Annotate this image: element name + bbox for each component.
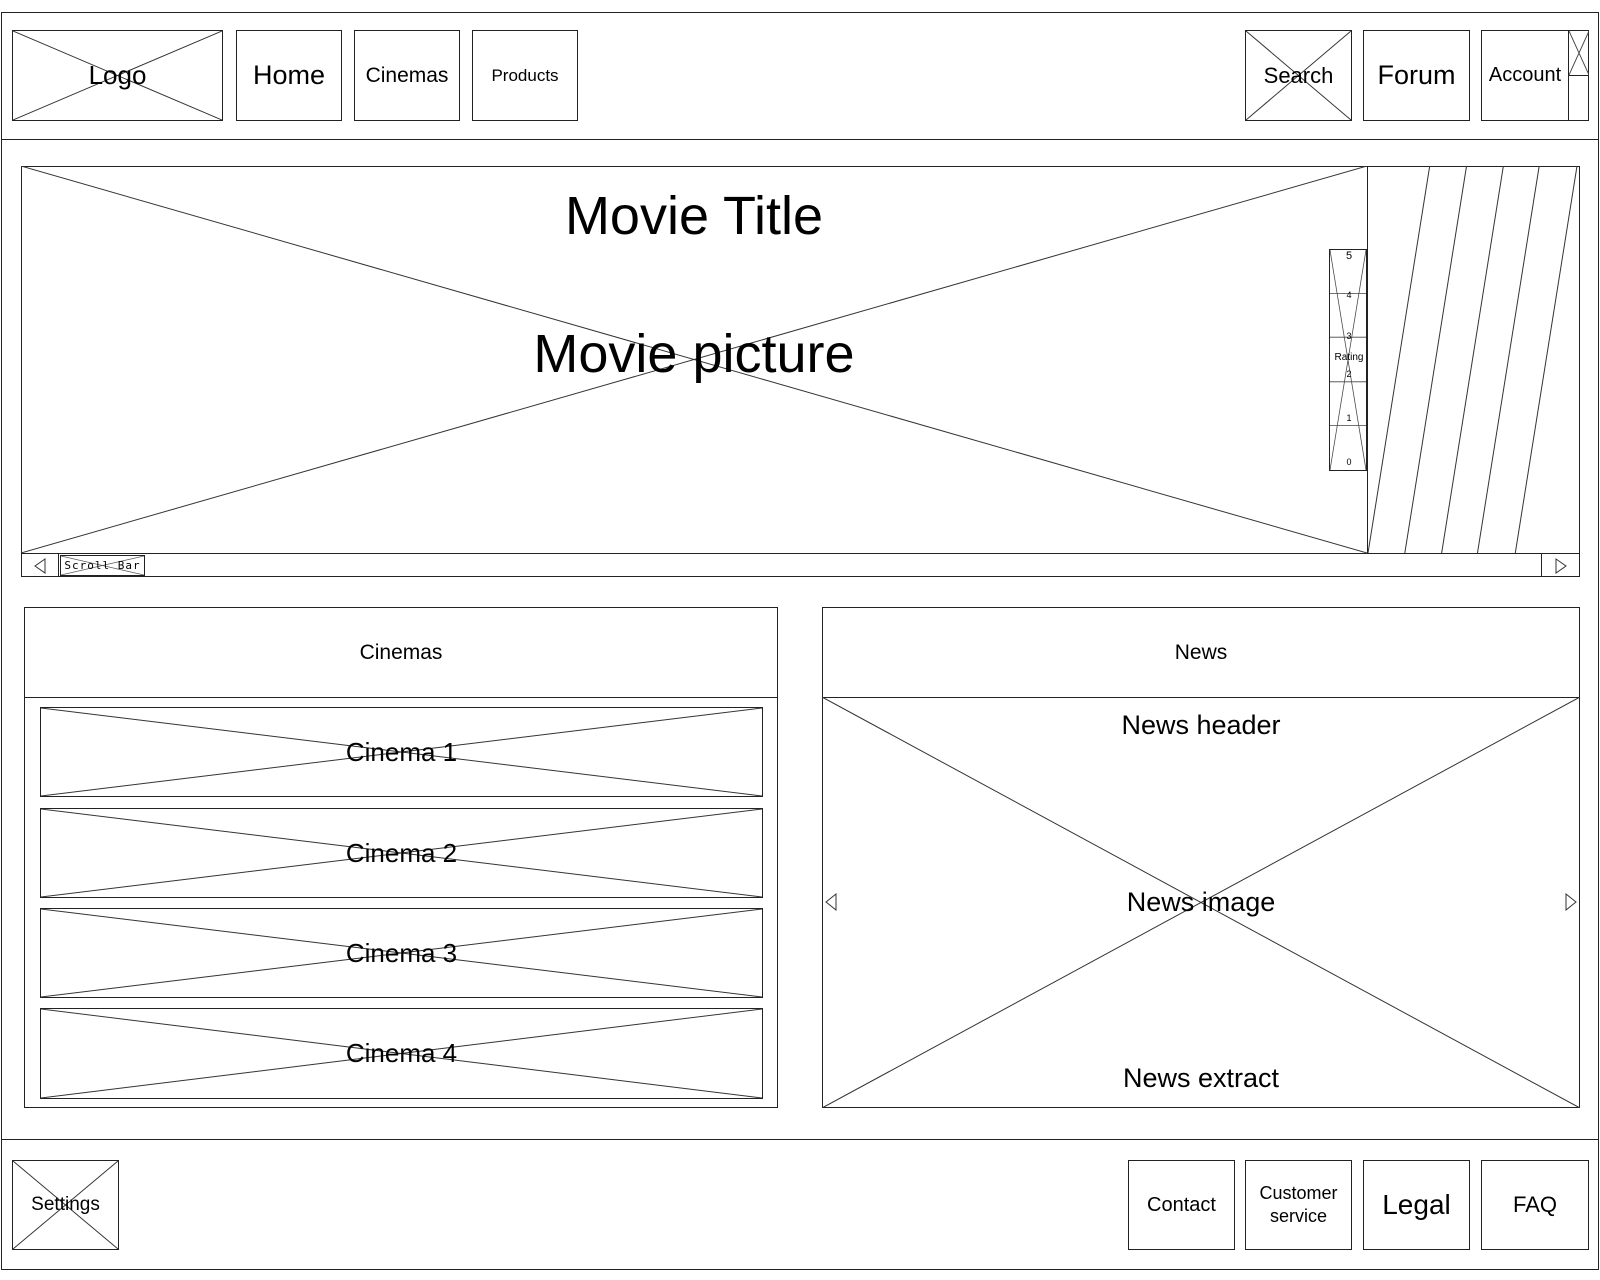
- movie-title: Movie Title: [564, 186, 824, 246]
- triangle-left-icon: [825, 892, 837, 912]
- legal-button[interactable]: Legal: [1363, 1160, 1470, 1250]
- page-frame: [1, 12, 1599, 1270]
- rating-label: Rating: [1334, 352, 1364, 363]
- news-carousel[interactable]: News header News image News extract: [822, 697, 1580, 1108]
- nav-home-label: Home: [252, 60, 326, 90]
- settings-button[interactable]: Settings: [12, 1160, 119, 1250]
- nav-home-button[interactable]: Home: [236, 30, 342, 121]
- cinema-item-3[interactable]: Cinema 3: [40, 908, 763, 998]
- cinema-item-label: Cinema 1: [345, 736, 458, 767]
- faq-button[interactable]: FAQ: [1481, 1160, 1589, 1250]
- settings-label: Settings: [31, 1194, 100, 1215]
- news-next-button[interactable]: [1564, 892, 1578, 912]
- forum-button[interactable]: Forum: [1363, 30, 1470, 121]
- movie-picture-label: Movie picture: [533, 324, 855, 384]
- logo-text: Logo: [88, 60, 147, 90]
- customer-service-button[interactable]: Customer service: [1245, 1160, 1352, 1250]
- scroll-right-button[interactable]: [1541, 554, 1579, 577]
- contact-label: Contact: [1147, 1193, 1216, 1216]
- scroll-thumb[interactable]: Scroll Bar: [60, 555, 145, 576]
- cinemas-panel: Cinemas: [24, 607, 778, 1108]
- scroll-left-button[interactable]: [21, 554, 59, 577]
- forum-label: Forum: [1377, 60, 1456, 90]
- scroll-thumb-label: Scroll Bar: [64, 559, 141, 572]
- cinema-item-label: Cinema 2: [345, 837, 458, 868]
- account-button[interactable]: Account: [1481, 30, 1589, 121]
- cinemas-panel-title: Cinemas: [25, 608, 777, 698]
- triangle-right-icon: [1555, 557, 1567, 574]
- cinema-item-4[interactable]: Cinema 4: [40, 1008, 763, 1099]
- rating-tick-2: 2: [1346, 369, 1352, 379]
- rating-tick-3: 3: [1346, 331, 1352, 341]
- login-active-indicator: [1568, 31, 1589, 76]
- footer-divider: [1, 1139, 1599, 1140]
- nav-cinemas-button[interactable]: Cinemas: [354, 30, 460, 121]
- legal-label: Legal: [1382, 1189, 1451, 1220]
- search-button[interactable]: Search: [1245, 30, 1352, 121]
- login-inactive-indicator: [1568, 76, 1589, 121]
- news-image-label: News image: [1126, 886, 1276, 917]
- nav-products-button[interactable]: Products: [472, 30, 578, 121]
- faq-label: FAQ: [1512, 1192, 1557, 1217]
- search-label: Search: [1263, 62, 1334, 88]
- cinema-item-2[interactable]: Cinema 2: [40, 808, 763, 898]
- rating-slider[interactable]: 5 4 3 Rating 2 1 0: [1329, 249, 1367, 471]
- header-divider: [1, 139, 1599, 140]
- rating-tick-5: 5: [1345, 250, 1353, 262]
- hero-scrollbar[interactable]: Scroll Bar: [21, 553, 1580, 577]
- news-header: News header: [1121, 709, 1281, 740]
- rating-tick-0: 0: [1346, 457, 1352, 467]
- logo-placeholder[interactable]: Logo: [12, 30, 223, 121]
- nav-cinemas-label: Cinemas: [365, 63, 449, 87]
- hero-side-panel: [1367, 166, 1580, 553]
- customer-service-label: Customer service: [1259, 1183, 1338, 1226]
- rating-tick-4: 4: [1346, 290, 1352, 300]
- rating-tick-1: 1: [1346, 413, 1352, 423]
- news-extract: News extract: [1122, 1062, 1280, 1093]
- news-panel-title: News: [823, 608, 1579, 698]
- nav-products-label: Products: [491, 65, 559, 85]
- cinema-item-label: Cinema 3: [345, 937, 458, 968]
- cinema-item-1[interactable]: Cinema 1: [40, 707, 763, 797]
- triangle-right-icon: [1565, 892, 1577, 912]
- cinema-item-label: Cinema 4: [345, 1038, 458, 1068]
- contact-button[interactable]: Contact: [1128, 1160, 1235, 1250]
- news-prev-button[interactable]: [824, 892, 838, 912]
- account-label: Account: [1488, 64, 1562, 86]
- triangle-left-icon: [33, 557, 45, 574]
